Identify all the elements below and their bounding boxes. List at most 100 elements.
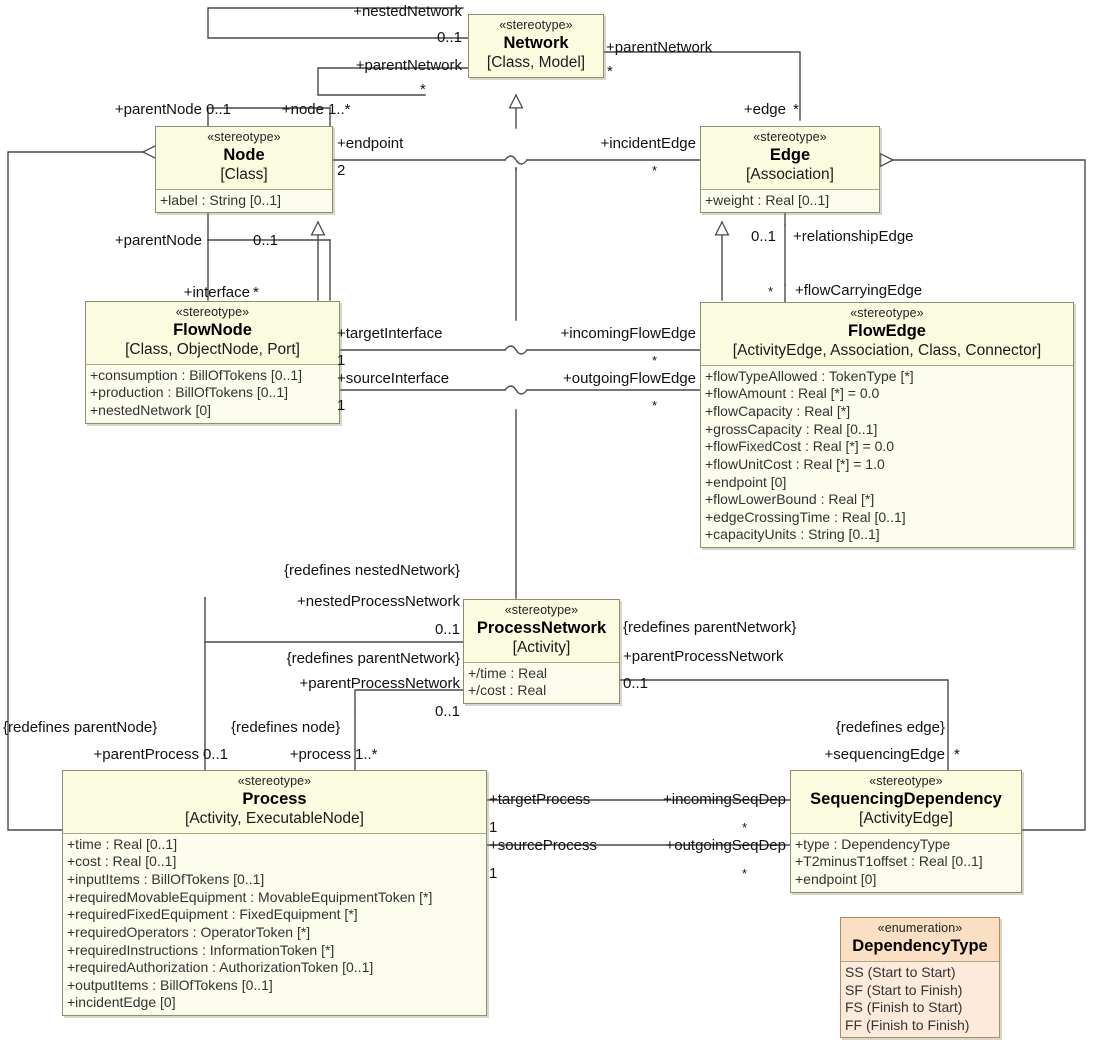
class-box-sequencingdependency[interactable]: «stereotype» SequencingDependency [Activ…	[790, 770, 1022, 893]
attribute-item: +T2minusT1offset : Real [0..1]	[795, 853, 983, 870]
class-header-process: «stereotype» Process [Activity, Executab…	[63, 771, 486, 833]
constraint-redefines-edge: {redefines edge}	[835, 719, 945, 736]
class-box-processnetwork[interactable]: «stereotype» ProcessNetwork [Activity] +…	[463, 599, 620, 705]
enum-literal: FF (Finish to Finish)	[845, 1016, 970, 1033]
section-divider	[791, 832, 1021, 834]
multiplicity-node: 1..*	[328, 101, 351, 118]
attribute-item: +endpoint [0]	[705, 473, 787, 490]
stereotype-label: «enumeration»	[877, 921, 963, 935]
stereotype-label: «stereotype»	[504, 603, 579, 617]
class-header-edge: «stereotype» Edge [Association]	[701, 127, 879, 189]
attribute-item: +nestedNetwork [0]	[90, 402, 212, 419]
class-box-flownode[interactable]: «stereotype» FlowNode [Class, ObjectNode…	[85, 301, 340, 424]
class-header-flownode: «stereotype» FlowNode [Class, ObjectNode…	[86, 302, 339, 364]
role-label-target-process: +targetProcess	[489, 791, 591, 808]
multiplicity-parent-network-right: *	[607, 63, 613, 80]
class-box-process[interactable]: «stereotype» Process [Activity, Executab…	[62, 770, 487, 1017]
class-name: Node	[223, 146, 265, 165]
multiplicity-parent-node-mid: 0..1	[253, 232, 279, 249]
enum-literal: FS (Finish to Start)	[845, 999, 963, 1016]
role-label-target-interface: +targetInterface	[337, 325, 443, 342]
role-label-parent-network-left: +parentNetwork	[355, 57, 462, 74]
attribute-item: +requiredMovableEquipment : MovableEquip…	[67, 888, 433, 905]
role-label-incident-edge: +incidentEdge	[600, 135, 697, 152]
class-header-sequencingdependency: «stereotype» SequencingDependency [Activ…	[791, 771, 1021, 833]
role-label-nested-network: +nestedNetwork	[353, 3, 462, 20]
stereotype-label: «stereotype»	[869, 774, 943, 788]
attribute-item: +flowAmount : Real [*] = 0.0	[705, 385, 880, 402]
role-label-parent-process-network-left: +parentProcessNetwork	[299, 675, 461, 692]
class-header-network: «stereotype» Network [Class, Model]	[469, 15, 603, 77]
attribute-item: +weight : Real [0..1]	[705, 191, 830, 208]
attribute-item: +type : DependencyType	[795, 835, 951, 852]
role-label-outgoing-flow-edge: +outgoingFlowEdge	[562, 370, 696, 387]
attribute-item: +outputItems : BillOfTokens [0..1]	[67, 976, 273, 993]
section-divider	[841, 960, 999, 962]
multiplicity-outgoing-flow-edge: *	[652, 398, 658, 413]
multiplicity-nested-process-network: 0..1	[434, 621, 460, 638]
class-metaclasses: [ActivityEdge, Association, Class, Conne…	[732, 341, 1042, 359]
attribute-item: +requiredInstructions : InformationToken…	[67, 941, 335, 958]
class-name: SequencingDependency	[810, 790, 1002, 809]
class-name: Edge	[769, 146, 811, 165]
class-name: Process	[242, 790, 307, 809]
attribute-item: +flowLowerBound : Real [*]	[705, 491, 875, 508]
role-label-interface: +interface	[183, 284, 250, 301]
constraint-redefines-parent-network-right: {redefines parentNetwork}	[623, 619, 797, 636]
class-name: FlowEdge	[848, 322, 926, 341]
role-label-parent-network-right: +parentNetwork	[606, 39, 713, 56]
stereotype-label: «stereotype»	[207, 130, 281, 144]
multiplicity-incoming-flow-edge: *	[652, 353, 658, 368]
multiplicity-incident-edge: *	[652, 163, 658, 178]
enum-literal: SS (Start to Start)	[845, 963, 956, 980]
attribute-item: +production : BillOfTokens [0..1]	[90, 384, 289, 401]
stereotype-label: «stereotype»	[753, 130, 827, 144]
class-metaclasses: [Activity]	[512, 638, 571, 656]
role-label-outgoing-seq-dep: +outgoingSeqDep	[665, 837, 786, 854]
multiplicity-target-process: 1	[489, 819, 498, 836]
multiplicity-relationship-edge: 0..1	[751, 228, 777, 245]
class-box-network[interactable]: «stereotype» Network [Class, Model]	[468, 14, 604, 78]
section-divider	[63, 832, 486, 834]
attribute-item: +requiredAuthorization : AuthorizationTo…	[67, 959, 374, 976]
class-metaclasses: [Association]	[746, 165, 834, 183]
attribute-item: +endpoint [0]	[795, 871, 877, 888]
enumeration-box-dependencytype[interactable]: «enumeration» DependencyType SS (Start t…	[840, 917, 1000, 1039]
attribute-item: +label : String [0..1]	[160, 191, 282, 208]
role-label-source-process: +sourceProcess	[489, 837, 597, 854]
enum-name: DependencyType	[852, 937, 988, 956]
role-label-incoming-flow-edge: +incomingFlowEdge	[560, 325, 697, 342]
attribute-item: +capacityUnits : String [0..1]	[705, 526, 880, 543]
class-box-node[interactable]: «stereotype» Node [Class] +label : Strin…	[155, 126, 333, 214]
class-metaclasses: [ActivityEdge]	[859, 809, 953, 827]
role-label-sequencing-edge: +sequencingEdge	[824, 746, 945, 763]
multiplicity-edge: *	[793, 101, 799, 118]
attribute-item: +/cost : Real	[468, 682, 547, 699]
section-divider	[464, 661, 619, 663]
multiplicity-parent-network-left: *	[420, 81, 426, 98]
enum-literal-list: SS (Start to Start) SF (Start to Finish)…	[841, 961, 999, 1038]
multiplicity-process: 1..*	[355, 746, 378, 763]
attribute-item: +time : Real [0..1]	[67, 835, 178, 852]
class-box-edge[interactable]: «stereotype» Edge [Association] +weight …	[700, 126, 880, 214]
stereotype-label: «stereotype»	[499, 18, 573, 32]
multiplicity-parent-process-network-right: 0..1	[623, 675, 649, 692]
section-divider	[701, 188, 879, 190]
enum-literal: SF (Start to Finish)	[845, 981, 963, 998]
role-label-edge: +edge	[743, 101, 786, 118]
attribute-item: +flowCapacity : Real [*]	[705, 403, 851, 420]
multiplicity-source-process: 1	[489, 865, 498, 882]
class-box-flowedge[interactable]: «stereotype» FlowEdge [ActivityEdge, Ass…	[700, 302, 1074, 549]
role-label-parent-node-top: +parentNode	[114, 101, 202, 118]
role-label-parent-node-mid: +parentNode	[114, 232, 202, 249]
attribute-item: +requiredOperators : OperatorToken [*]	[67, 923, 311, 940]
class-header-processnetwork: «stereotype» ProcessNetwork [Activity]	[464, 600, 619, 662]
role-label-process: +process	[289, 746, 351, 763]
constraint-redefines-parent-node: {redefines parentNode}	[3, 719, 158, 736]
role-label-parent-process: +parentProcess	[93, 746, 199, 763]
stereotype-label: «stereotype»	[237, 774, 312, 788]
attribute-item: +flowFixedCost : Real [*] = 0.0	[705, 438, 895, 455]
class-name: Network	[503, 34, 569, 53]
stereotype-label: «stereotype»	[850, 306, 924, 320]
